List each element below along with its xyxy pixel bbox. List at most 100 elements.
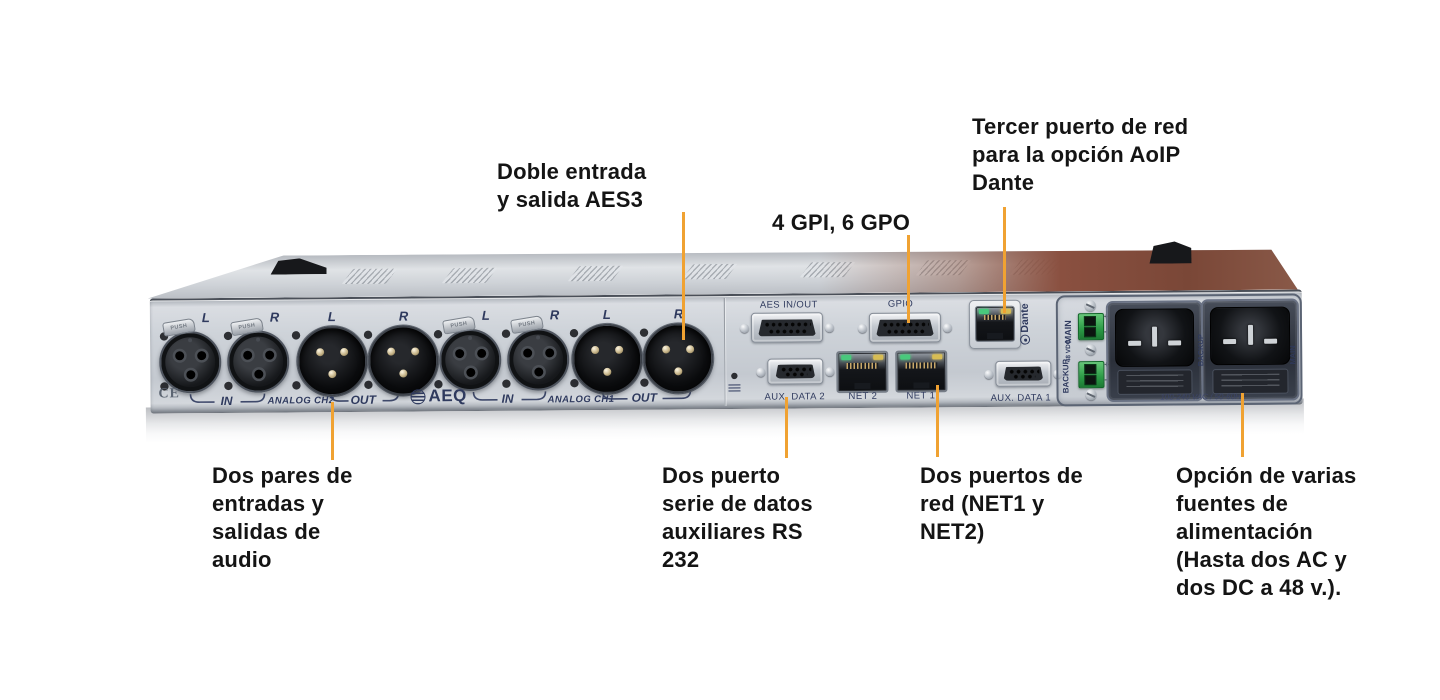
ac-inlet-module-backup xyxy=(1105,300,1204,403)
annotation-dante: Tercer puerto de red para la opción AoIP… xyxy=(972,114,1189,195)
channel-label-analog-ch1: ANALOG CH1 xyxy=(547,393,615,406)
dc-terminal-main xyxy=(1077,313,1105,341)
xlr-pin xyxy=(662,345,671,354)
xlr-female-ch1-in-l: PUSH xyxy=(438,315,502,392)
leader-line-audio-io xyxy=(331,402,334,460)
screw xyxy=(857,323,868,333)
xlr-pin xyxy=(591,345,600,355)
xlr-hole xyxy=(476,348,486,358)
leader-line-gpio xyxy=(907,235,910,323)
xlr-hole xyxy=(522,348,532,358)
net2-port xyxy=(836,350,889,394)
screw xyxy=(1085,389,1097,401)
xlr-hole xyxy=(185,369,195,379)
xlr-pin xyxy=(340,347,349,357)
xlr-female-ch1-in-r: PUSH xyxy=(506,315,570,391)
xlr-hole xyxy=(264,350,274,360)
xlr-hole xyxy=(253,369,263,379)
xlr-hole xyxy=(533,366,543,377)
screw xyxy=(1084,300,1096,312)
screw xyxy=(984,369,994,379)
aux-data-1-connector xyxy=(982,360,1064,387)
group-label-out-ch1: OUT xyxy=(631,390,657,405)
activity-led xyxy=(932,354,943,360)
xlr-hole xyxy=(196,350,206,360)
dante-label-text: Dante xyxy=(1018,303,1032,333)
xlr-male-ch2-out-l xyxy=(296,325,368,397)
annotation-power: Opción de varias fuentes de alimentación… xyxy=(1176,463,1357,600)
dsub-pins xyxy=(768,329,807,333)
annotation-audio-io: Dos pares de entradas y salidas de audio xyxy=(212,463,353,572)
link-led xyxy=(978,308,989,315)
dsub-pins xyxy=(1012,374,1035,378)
xlr-female-ch2-in-r: PUSH xyxy=(226,317,290,393)
xlr-pin xyxy=(411,347,420,356)
ac-main-label: MAIN xyxy=(1288,345,1298,365)
iec-c14-inlet xyxy=(1209,306,1291,366)
dsub-pins xyxy=(882,322,929,326)
dsub-shell xyxy=(750,312,824,343)
aux-data-1-label: AUX. DATA 1 xyxy=(990,392,1052,404)
dante-logo-icon xyxy=(1020,334,1031,345)
rear-panel-face: PUSH PUSH xyxy=(149,289,1303,414)
aux-data-2-label: AUX. DATA 2 xyxy=(764,391,826,403)
group-label-in-ch2: IN xyxy=(220,393,233,408)
dc-terminal-backup xyxy=(1078,361,1105,389)
xlr-male-ch2-out-r xyxy=(367,325,439,396)
xlr-pin xyxy=(399,369,408,378)
dsub-insert xyxy=(876,319,934,336)
screw xyxy=(756,367,766,377)
dante-label: Dante xyxy=(1019,301,1031,347)
xlr-pin xyxy=(387,347,396,356)
screw xyxy=(824,322,835,332)
screw xyxy=(739,323,750,333)
dante-port-module xyxy=(968,299,1022,350)
iec-pin xyxy=(1128,340,1142,346)
leader-line-serial xyxy=(785,397,788,458)
power-section: MAIN 48 VDC BACKUP + - + - xyxy=(1055,293,1303,407)
ac-backup-label: BACKUP xyxy=(1196,334,1206,367)
iec-pin xyxy=(1151,326,1158,347)
group-label-in-ch1: IN xyxy=(501,391,514,406)
xlr-hole xyxy=(544,347,554,357)
net1-label: NET 1 xyxy=(906,390,936,402)
aes-inout-connector xyxy=(738,312,836,343)
dsub-pins xyxy=(764,322,811,326)
dsub-pins xyxy=(780,367,811,371)
fuse-drawer xyxy=(1117,369,1193,395)
dsub-shell xyxy=(868,312,942,343)
leader-line-network xyxy=(936,385,939,457)
iec-pin xyxy=(1247,324,1253,345)
dante-port xyxy=(974,305,1016,343)
annotation-network: Dos puertos de red (NET1 y NET2) xyxy=(920,463,1083,544)
xlr-label-l: L xyxy=(481,307,490,323)
xlr-pin xyxy=(603,367,612,376)
xlr-hole xyxy=(174,350,184,360)
brand-logo: AEQ xyxy=(410,386,467,406)
net2-label: NET 2 xyxy=(848,390,878,403)
screw xyxy=(825,366,835,376)
xlr-hole xyxy=(465,367,475,377)
device-rear-panel: PUSH PUSH xyxy=(147,243,1304,414)
aeq-logo-icon xyxy=(410,388,426,404)
screw xyxy=(942,322,953,332)
iec-pin xyxy=(1168,340,1182,346)
annotation-serial: Dos puerto serie de datos auxiliares RS … xyxy=(662,463,813,572)
dsub-shell xyxy=(995,360,1052,387)
leader-line-power xyxy=(1241,393,1244,457)
link-led xyxy=(900,354,911,360)
leader-line-aes3 xyxy=(682,212,685,340)
main-dc-label: MAIN xyxy=(1062,320,1074,344)
iec-pin xyxy=(1264,338,1278,344)
gpio-connector xyxy=(856,312,954,343)
xlr-male-ch1-out-r xyxy=(642,323,714,394)
dsub-pins xyxy=(886,329,925,333)
xlr-pin xyxy=(328,370,337,379)
aes-inout-label: AES IN/OUT xyxy=(759,299,818,311)
xlr-hole xyxy=(242,350,252,360)
xlr-hole xyxy=(454,348,464,358)
activity-led xyxy=(873,354,884,360)
dsub-insert xyxy=(775,364,815,378)
panel-decorations xyxy=(159,328,741,403)
xlr-label-l: L xyxy=(327,309,336,325)
